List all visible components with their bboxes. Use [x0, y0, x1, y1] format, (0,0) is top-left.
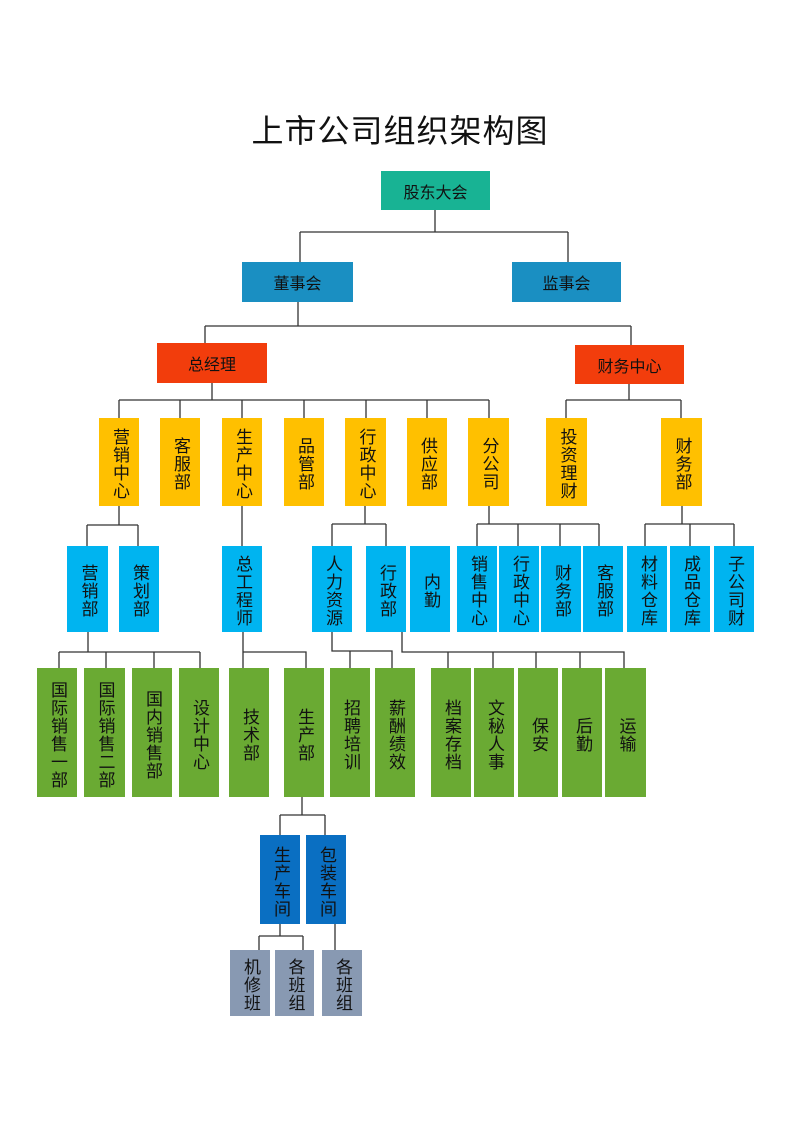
node-technology: 技术部	[229, 668, 269, 797]
node-supervisory-board: 监事会	[512, 262, 621, 302]
node-board-of-directors: 董事会	[242, 262, 353, 302]
node-branch-finance: 财务部	[541, 546, 581, 632]
node-shareholders-meeting: 股东大会	[381, 171, 490, 210]
node-branch-customer-service: 客服部	[583, 546, 623, 632]
node-packaging-teams: 各班组	[322, 950, 362, 1016]
node-product-warehouse: 成品仓库	[670, 546, 710, 632]
node-transport: 运输	[605, 668, 646, 797]
node-general-manager: 总经理	[157, 343, 267, 383]
node-production-dept: 生产部	[284, 668, 324, 797]
node-archives: 档案存档	[431, 668, 471, 797]
node-intl-sales-1: 国际销售一部	[37, 668, 77, 797]
node-maintenance-team: 机修班	[230, 950, 270, 1016]
node-finance-dept: 财务部	[661, 418, 702, 506]
node-admin-dept: 行政部	[366, 546, 406, 632]
node-marketing-center: 营销中心	[99, 418, 139, 506]
node-subsidiary-finance: 子公司财	[714, 546, 754, 632]
node-finance-center: 财务中心	[575, 345, 684, 384]
node-material-warehouse: 材料仓库	[627, 546, 667, 632]
node-branch-company: 分公司	[468, 418, 509, 506]
node-packaging-workshop: 包装车间	[306, 835, 346, 924]
node-recruitment: 招聘培训	[330, 668, 370, 797]
node-production-teams: 各班组	[275, 950, 314, 1016]
node-supply: 供应部	[407, 418, 447, 506]
node-design-center: 设计中心	[179, 668, 219, 797]
node-production-workshop: 生产车间	[260, 835, 300, 924]
node-planning-dept: 策划部	[119, 546, 159, 632]
node-logistics: 后勤	[562, 668, 602, 797]
node-customer-service: 客服部	[160, 418, 200, 506]
node-quality-control: 品管部	[284, 418, 324, 506]
node-branch-admin-center: 行政中心	[499, 546, 539, 632]
node-production-center: 生产中心	[222, 418, 262, 506]
node-human-resources: 人力资源	[312, 546, 352, 632]
node-branch-sales-center: 销售中心	[457, 546, 497, 632]
node-internal-affairs: 内勤	[410, 546, 450, 632]
node-intl-sales-2: 国际销售二部	[84, 668, 125, 797]
node-admin-center: 行政中心	[345, 418, 386, 506]
node-secretary-personnel: 文秘人事	[474, 668, 514, 797]
node-domestic-sales: 国内销售部	[132, 668, 172, 797]
page-title: 上市公司组织架构图	[251, 112, 549, 150]
node-investment: 投资理财	[546, 418, 587, 506]
node-security: 保安	[518, 668, 558, 797]
node-chief-engineer: 总工程师	[222, 546, 262, 632]
node-marketing-dept: 营销部	[67, 546, 108, 632]
node-compensation: 薪酬绩效	[375, 668, 415, 797]
